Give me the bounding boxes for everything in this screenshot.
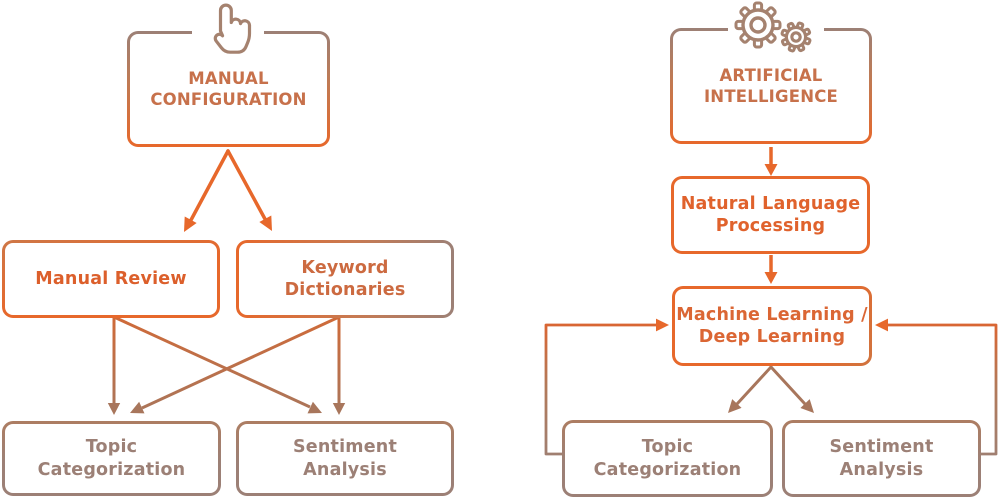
node-machine-learning: Machine Learning / Deep Learning [672, 286, 872, 366]
node-topic-categorization-right: Topic Categorization [562, 420, 773, 497]
node-topic-categorization-left-label: Topic Categorization [37, 437, 186, 480]
arrow-manualconfig-to-keyworddict [226, 149, 272, 231]
node-artificial-intelligence-label: ARTIFICIAL INTELLIGENCE [703, 65, 839, 106]
arrow-ai-to-nlp [764, 147, 778, 176]
arrow-ml-to-topic [728, 365, 773, 413]
node-manual-review-label: Manual Review [35, 268, 187, 289]
arrow-keyworddict-to-topic [130, 315, 340, 414]
arrow-manualreview-to-sentiment [113, 315, 322, 414]
arrow-manualconfig-to-manualreview [184, 149, 230, 232]
node-sentiment-analysis-left: Sentiment Analysis [236, 421, 454, 496]
node-manual-configuration-label: MANUAL CONFIGURATION [150, 68, 307, 109]
arrow-nlp-to-ml [764, 255, 778, 284]
node-manual-review: Manual Review [2, 240, 220, 318]
node-manual-configuration: MANUAL CONFIGURATION [127, 31, 330, 147]
arrow-manualreview-to-topic [107, 317, 121, 415]
gears-icon [728, 0, 824, 60]
arrow-keyworddict-to-sentiment [332, 317, 346, 415]
node-keyword-dictionaries-label: Keyword Dictionaries [284, 257, 406, 300]
node-sentiment-analysis-left-label: Sentiment Analysis [292, 437, 398, 480]
node-artificial-intelligence: ARTIFICIAL INTELLIGENCE [670, 28, 872, 144]
node-topic-categorization-right-label: Topic Categorization [593, 437, 742, 480]
hand-pointer-icon [198, 0, 256, 62]
node-natural-language-processing-label: Natural Language Processing [680, 193, 861, 236]
node-sentiment-analysis-right: Sentiment Analysis [782, 420, 981, 497]
arrow-ml-to-sentiment [769, 365, 814, 413]
node-keyword-dictionaries: Keyword Dictionaries [236, 240, 454, 318]
node-topic-categorization-left: Topic Categorization [2, 421, 221, 496]
node-sentiment-analysis-right-label: Sentiment Analysis [829, 437, 934, 480]
node-machine-learning-label: Machine Learning / Deep Learning [676, 304, 868, 347]
node-natural-language-processing: Natural Language Processing [671, 176, 870, 254]
